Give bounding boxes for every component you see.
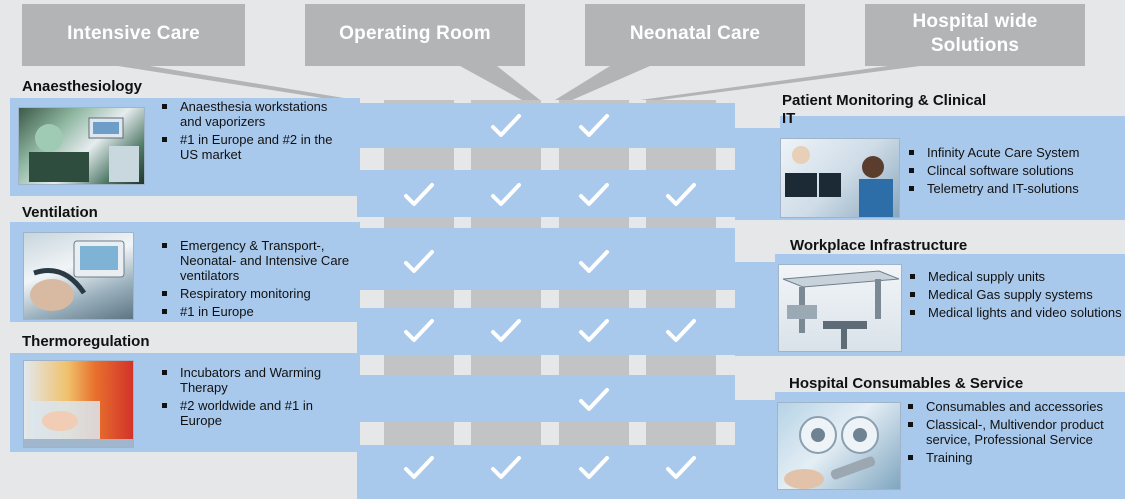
column-header-operating-room: Operating Room	[339, 23, 491, 44]
bullet-item: Respiratory monitoring	[160, 286, 355, 301]
check-mark-icon	[579, 456, 609, 479]
bullets-anaesthesiology: Anaesthesia workstations and vaporizers …	[160, 99, 350, 165]
header-shape-hospital-wide	[640, 4, 1085, 100]
bullet-item: Medical lights and video solutions	[908, 305, 1123, 320]
column-header-hospital-wide: Hospital wide Solutions	[912, 11, 1038, 56]
check-mark-icon	[579, 319, 609, 342]
check-mark-icon	[579, 114, 609, 137]
check-mark-icon	[579, 250, 609, 273]
section-title-consumables-service: Hospital Consumables & Service	[789, 375, 1024, 392]
bullet-item: Medical Gas supply systems	[908, 287, 1123, 302]
matrix-column-operating-room	[471, 100, 541, 499]
band-workplace-infrastructure	[357, 254, 1125, 356]
bullet-item: Emergency & Transport-, Neonatal- and In…	[160, 238, 355, 283]
band-ventilation	[10, 222, 735, 322]
bullet-item: #2 worldwide and #1 in Europe	[160, 398, 350, 428]
bullet-item: #1 in Europe	[160, 304, 355, 319]
bullets-consumables-service: Consumables and accessories Classical-, …	[906, 399, 1121, 468]
ceiling-supply-unit-photo	[778, 264, 902, 352]
bullet-item: Consumables and accessories	[906, 399, 1121, 414]
bullets-thermoregulation: Incubators and Warming Therapy #2 worldw…	[160, 365, 350, 431]
ventilator-photo	[23, 232, 134, 320]
column-header-neonatal-care: Neonatal Care	[629, 23, 761, 44]
check-mark-icon	[666, 183, 696, 206]
check-mark-icon	[404, 183, 434, 206]
gas-outlet-photo	[777, 402, 901, 490]
section-title-patient-monitoring: Patient Monitoring & Clinical IT	[782, 92, 987, 127]
operating-room-photo	[18, 107, 145, 185]
bullet-item: Medical supply units	[908, 269, 1123, 284]
bullets-workplace-infrastructure: Medical supply units Medical Gas supply …	[908, 269, 1123, 323]
header-shape-neonatal-care	[555, 4, 805, 100]
check-mark-icon	[404, 319, 434, 342]
bullet-item: Anaesthesia workstations and vaporizers	[160, 99, 350, 129]
column-header-intensive-care: Intensive Care	[67, 23, 200, 44]
check-mark-icon	[491, 319, 521, 342]
check-mark-icon	[404, 250, 434, 273]
section-title-thermoregulation: Thermoregulation	[22, 333, 150, 350]
bullets-patient-monitoring: Infinity Acute Care System Clincal softw…	[907, 145, 1122, 199]
band-thermoregulation	[10, 353, 735, 452]
bullet-item: Training	[906, 450, 1121, 465]
incubator-photo	[23, 360, 134, 448]
band-patient-monitoring	[357, 116, 1125, 220]
check-mark-icon	[666, 456, 696, 479]
header-shape-operating-room	[305, 4, 540, 100]
bullet-item: #1 in Europe and #2 in the US market	[160, 132, 350, 162]
section-title-anaesthesiology: Anaesthesiology	[22, 78, 143, 95]
bullet-item: Clincal software solutions	[907, 163, 1122, 178]
check-mark-icon	[491, 456, 521, 479]
check-mark-icon	[579, 183, 609, 206]
band-anaesthesiology	[10, 98, 735, 196]
check-mark-icon	[579, 388, 609, 411]
bullet-item: Classical-, Multivendor product service,…	[906, 417, 1121, 447]
bullet-item: Incubators and Warming Therapy	[160, 365, 350, 395]
matrix-column-intensive-care	[384, 100, 454, 499]
bullets-ventilation: Emergency & Transport-, Neonatal- and In…	[160, 238, 355, 322]
header-funnel	[22, 4, 1085, 100]
section-title-ventilation: Ventilation	[22, 204, 98, 221]
check-mark-icon	[491, 114, 521, 137]
check-mark-icon	[666, 319, 696, 342]
section-title-workplace-infrastructure: Workplace Infrastructure	[790, 237, 968, 254]
patient-monitoring-photo	[780, 138, 900, 218]
matrix-column-neonatal-care	[559, 100, 629, 499]
check-mark-icon	[491, 183, 521, 206]
bullet-item: Telemetry and IT-solutions	[907, 181, 1122, 196]
bullet-item: Infinity Acute Care System	[907, 145, 1122, 160]
matrix-column-hospital-wide	[646, 100, 716, 499]
check-mark-icon	[404, 456, 434, 479]
band-consumables-service	[357, 392, 1125, 499]
header-shape-intensive-care	[22, 4, 356, 100]
